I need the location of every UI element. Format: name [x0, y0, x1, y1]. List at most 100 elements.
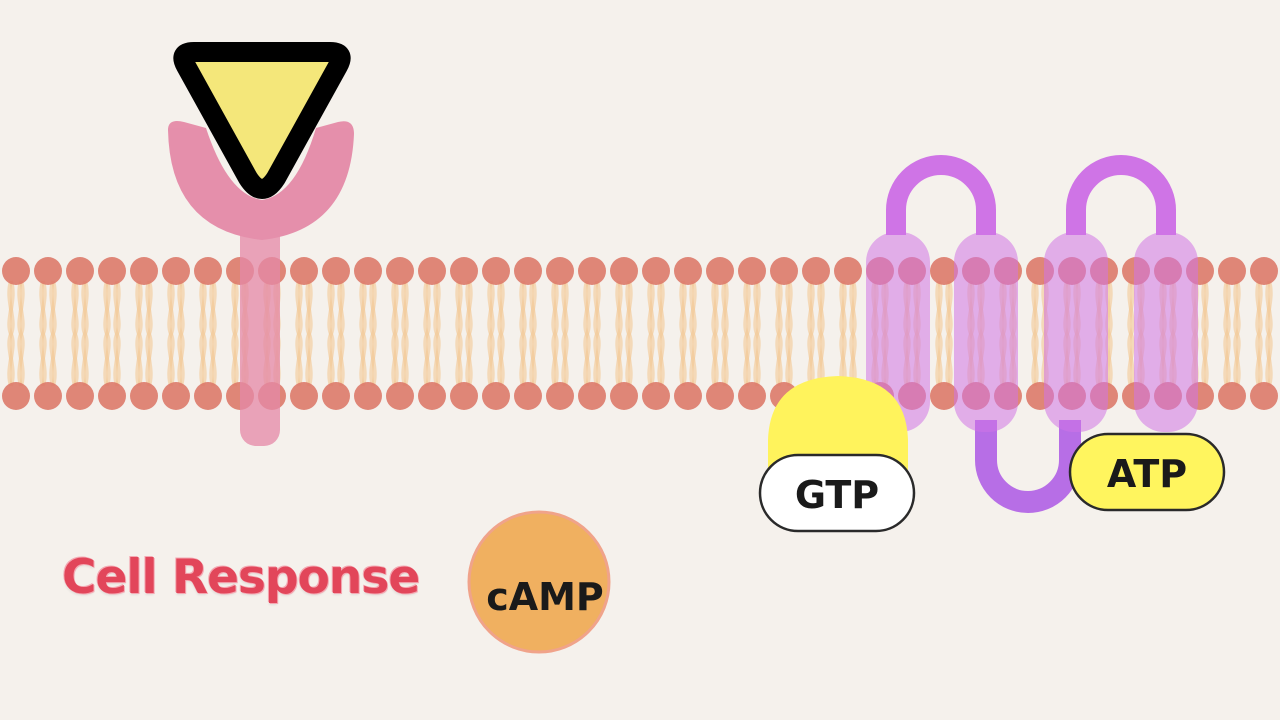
lipid-head [674, 257, 702, 285]
lipid-tail [935, 280, 953, 387]
lipid-head [642, 382, 670, 410]
lipid-head [34, 382, 62, 410]
lipid-head [290, 257, 318, 285]
lipid-head [738, 257, 766, 285]
lipid-tail [711, 280, 729, 387]
lipid-head [66, 382, 94, 410]
lipid-head [66, 257, 94, 285]
lipid-tail [551, 280, 569, 387]
lipid-head [930, 382, 958, 410]
receptor-binding-cup [168, 121, 354, 240]
lipid-head [1250, 382, 1278, 410]
lipid-head [514, 257, 542, 285]
adenylyl-cyclase-enzyme [866, 155, 1198, 513]
lipid-tail [423, 280, 441, 387]
enzyme-segment-2 [954, 232, 1018, 432]
lipid-head [674, 382, 702, 410]
enzyme-segment-1 [866, 232, 930, 432]
lipid-head [610, 257, 638, 285]
lipid-head [770, 257, 798, 285]
gtp-label: GTP [795, 473, 879, 517]
lipid-head [578, 257, 606, 285]
lipid-tail [679, 280, 697, 387]
lipid-tail [615, 280, 633, 387]
lipid-tail [295, 280, 313, 387]
lipid-head [450, 257, 478, 285]
lipid-head [1218, 382, 1246, 410]
atp-label: ATP [1107, 452, 1187, 496]
gtp-label-box: GTP [758, 453, 916, 533]
cell-response-label: Cell Response [62, 550, 420, 605]
enzyme-segment-3 [1044, 232, 1108, 432]
lipid-head [386, 382, 414, 410]
g-protein [768, 376, 908, 470]
lipid-head [162, 382, 190, 410]
lipid-head [98, 382, 126, 410]
lipid-tail [775, 280, 793, 387]
lipid-head [706, 257, 734, 285]
lipid-head [706, 382, 734, 410]
lipid-head [322, 382, 350, 410]
lipid-head [1218, 257, 1246, 285]
lipid-head [930, 257, 958, 285]
lipid-tail [487, 280, 505, 387]
lipid-head [738, 382, 766, 410]
lipid-head [98, 257, 126, 285]
camp-label: cAMP [486, 575, 604, 619]
lipid-head [354, 382, 382, 410]
enzyme-segment-4 [1134, 232, 1198, 432]
lipid-head [610, 382, 638, 410]
lipid-head [290, 382, 318, 410]
atp-label-box: ATP [1068, 432, 1226, 512]
lipid-head [482, 382, 510, 410]
lipid-tail [519, 280, 537, 387]
lipid-tail [39, 280, 57, 387]
ligand-triangle-icon [173, 42, 351, 199]
receptor-protein [168, 121, 354, 446]
lipid-tail [455, 280, 473, 387]
lipid-head [546, 257, 574, 285]
lipid-tail [583, 280, 601, 387]
lipid-head [802, 257, 830, 285]
lipid-head [354, 257, 382, 285]
lipid-tail [647, 280, 665, 387]
lipid-tail [167, 280, 185, 387]
lipid-head [2, 257, 30, 285]
lipid-tail [103, 280, 121, 387]
lipid-head [642, 257, 670, 285]
lipid-tail [135, 280, 153, 387]
camp-molecule: cAMP [467, 510, 611, 654]
lipid-head [482, 257, 510, 285]
lipid-tail [199, 280, 217, 387]
lipid-head [194, 382, 222, 410]
lipid-tail [71, 280, 89, 387]
lipid-tail [1255, 280, 1273, 387]
lipid-tail [743, 280, 761, 387]
lipid-head [578, 382, 606, 410]
lipid-head [162, 257, 190, 285]
lipid-tail [1223, 280, 1241, 387]
lipid-tail [391, 280, 409, 387]
lipid-head [450, 382, 478, 410]
lipid-head [34, 257, 62, 285]
lipid-head [130, 257, 158, 285]
lipid-tail [359, 280, 377, 387]
lipid-head [418, 257, 446, 285]
lipid-tail [327, 280, 345, 387]
lipid-head [546, 382, 574, 410]
lipid-tail [7, 280, 25, 387]
lipid-head [1250, 257, 1278, 285]
lipid-head [418, 382, 446, 410]
lipid-head [2, 382, 30, 410]
receptor-stem [240, 200, 280, 446]
lipid-tail [839, 280, 857, 387]
lipid-head [386, 257, 414, 285]
lipid-head [322, 257, 350, 285]
lipid-tail [807, 280, 825, 387]
lipid-head [514, 382, 542, 410]
lipid-head [130, 382, 158, 410]
lipid-head [194, 257, 222, 285]
lipid-head [834, 257, 862, 285]
